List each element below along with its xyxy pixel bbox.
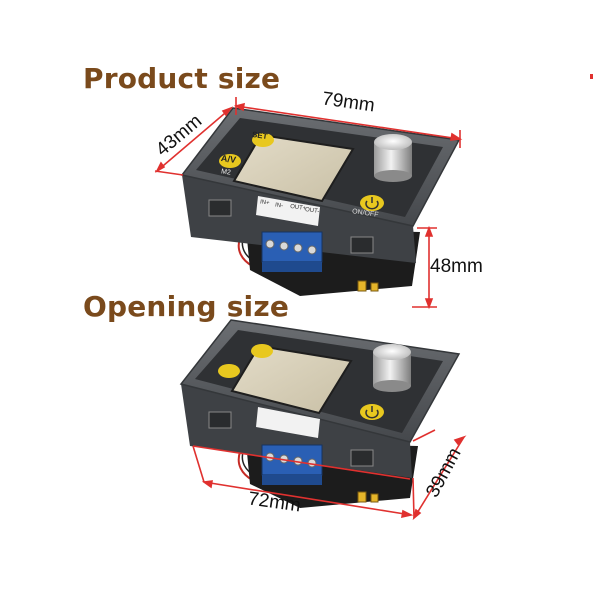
adjust-knob[interactable] bbox=[374, 134, 412, 182]
terminal-label-1: IN+ bbox=[259, 199, 270, 207]
dimension-lines-product bbox=[154, 97, 463, 310]
heading-opening-size: Opening size bbox=[83, 290, 290, 323]
front-window-left bbox=[208, 199, 232, 217]
front-window-left-2 bbox=[208, 411, 232, 429]
dimension-lines-opening bbox=[192, 429, 467, 521]
mode-button[interactable] bbox=[219, 154, 241, 168]
corner-mark bbox=[590, 74, 593, 79]
device-mode-sub-label: M2 bbox=[220, 168, 232, 177]
terminal-block-2 bbox=[261, 444, 323, 485]
display-screen-2 bbox=[230, 344, 353, 415]
heading-product-size: Product size bbox=[83, 62, 281, 95]
terminal-block bbox=[261, 231, 323, 272]
device-opening bbox=[179, 319, 461, 508]
terminal-label-2: IN- bbox=[274, 202, 284, 210]
adjust-knob-2[interactable] bbox=[373, 344, 411, 392]
device-product bbox=[180, 107, 461, 296]
set-button-2[interactable] bbox=[251, 344, 273, 358]
front-window-right bbox=[350, 236, 374, 254]
front-window-right-2 bbox=[350, 449, 374, 467]
set-button[interactable] bbox=[252, 133, 274, 147]
dim-label-48mm: 48mm bbox=[430, 256, 483, 277]
mode-button-2[interactable] bbox=[218, 364, 240, 378]
display-screen bbox=[232, 133, 355, 203]
device-mode-label: A/V bbox=[220, 153, 237, 165]
